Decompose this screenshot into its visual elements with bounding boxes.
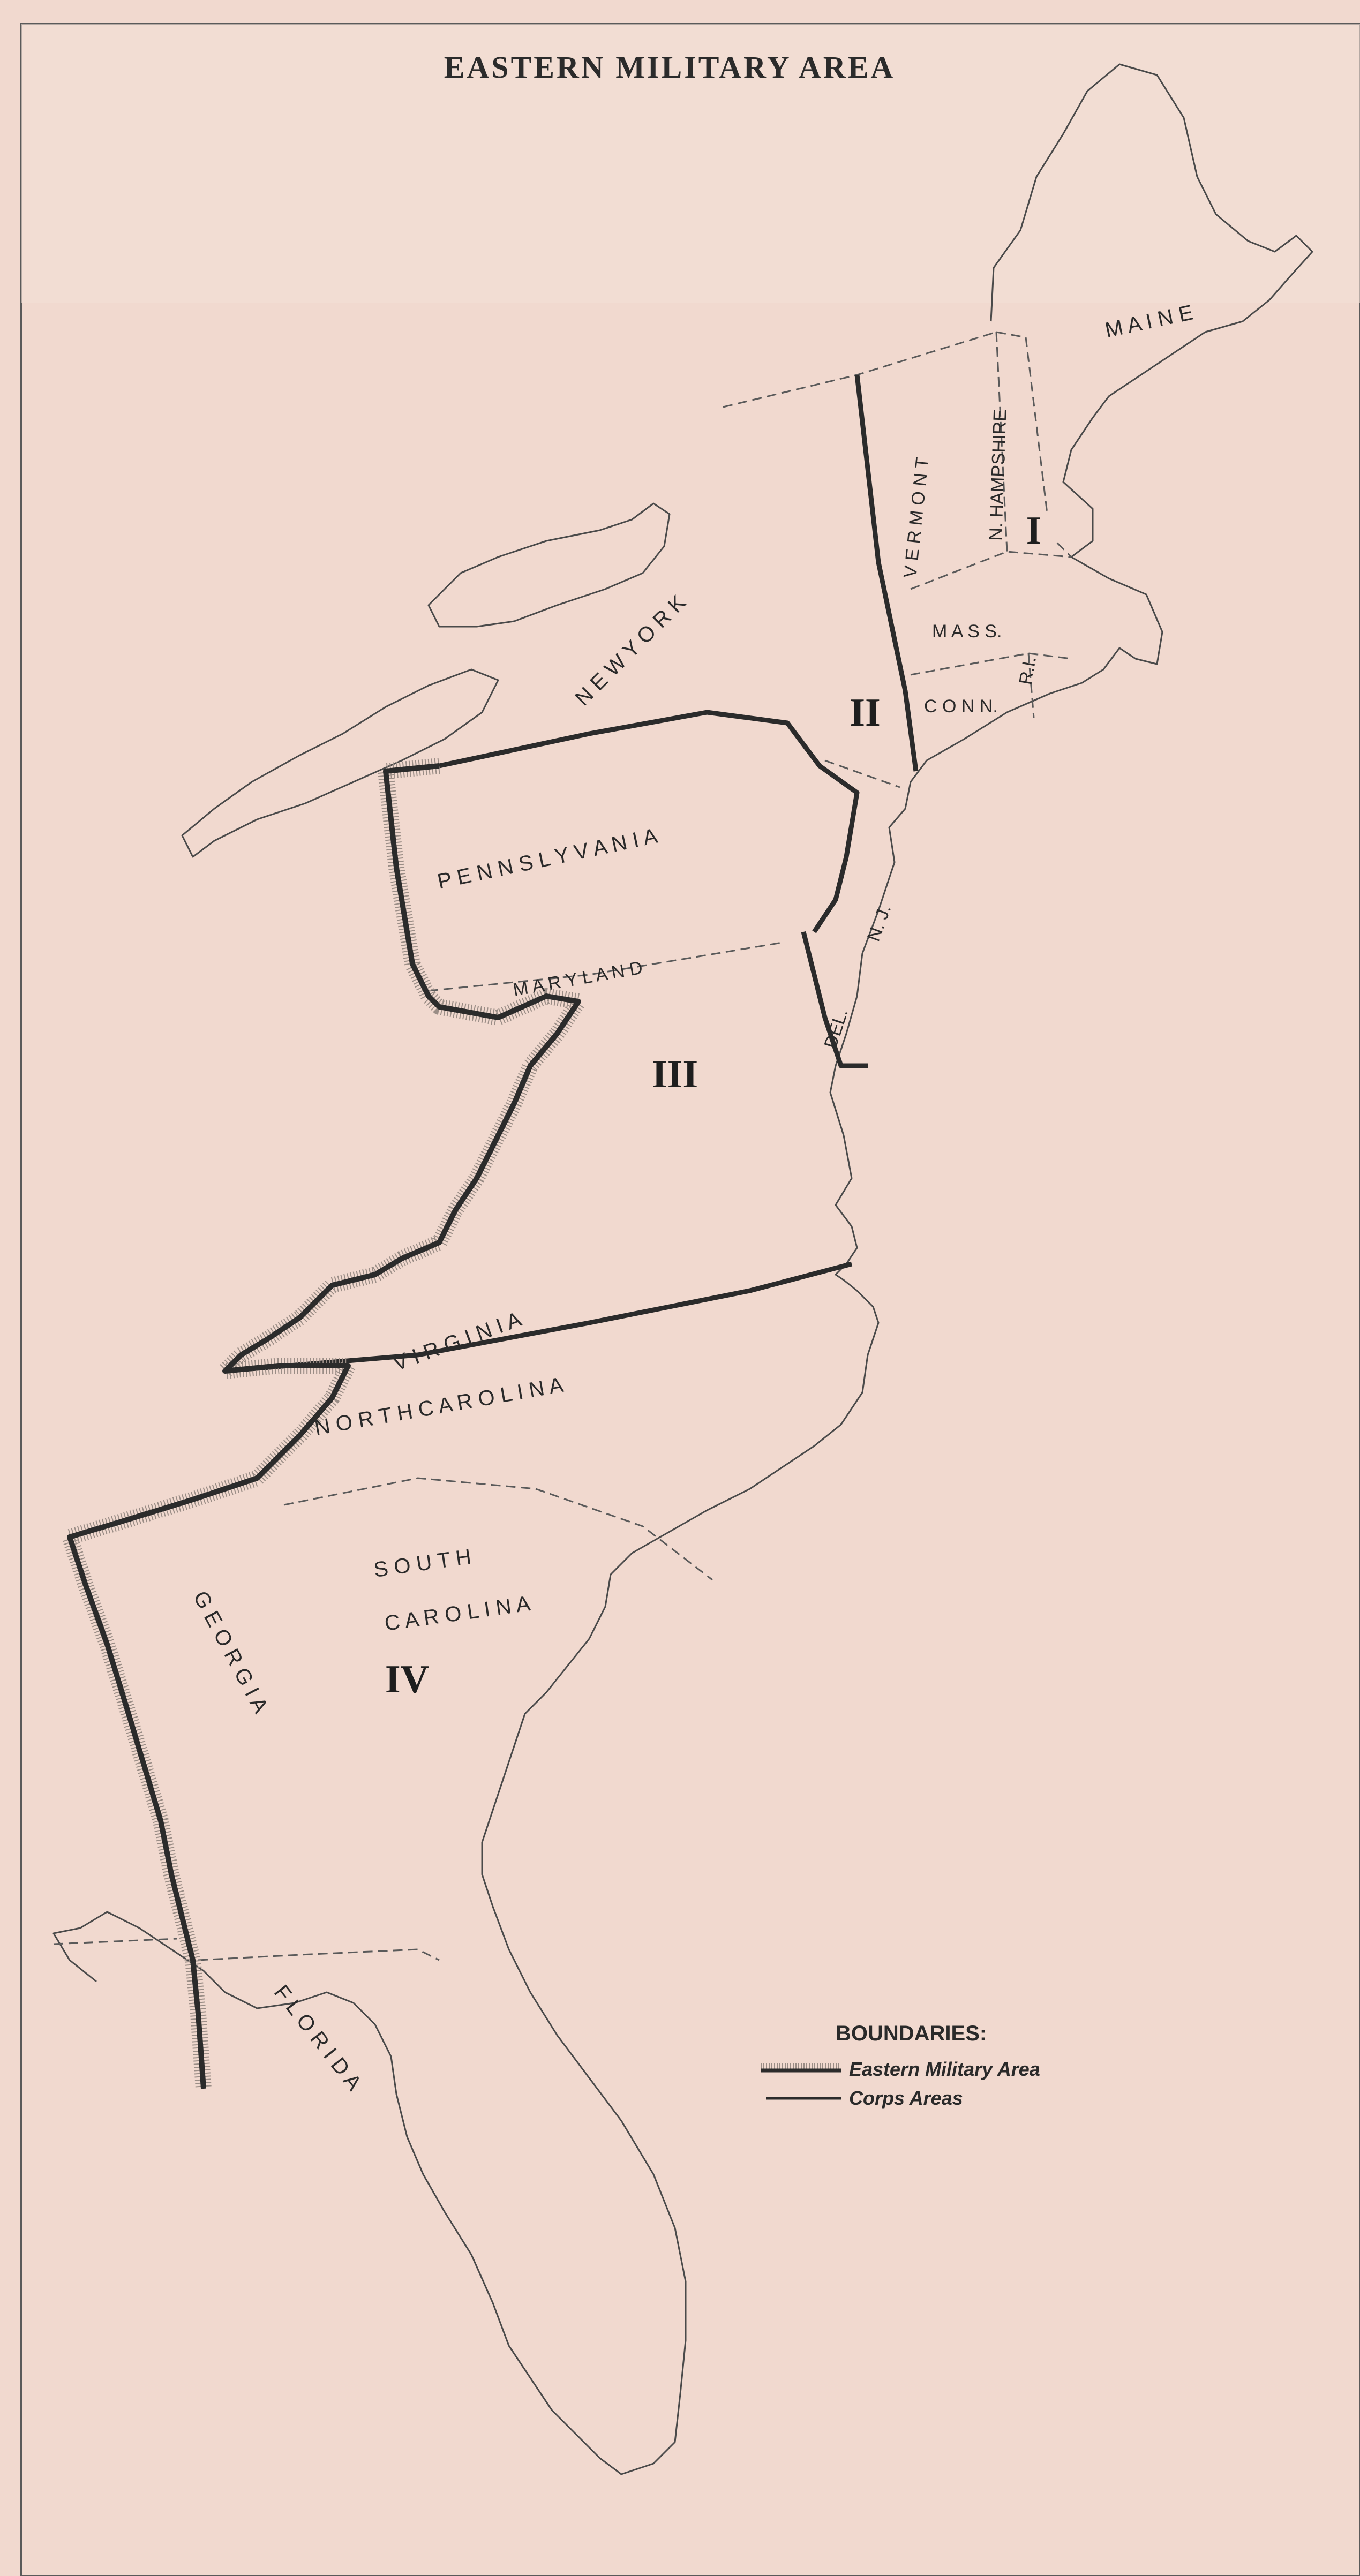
legend: BOUNDARIES: Eastern Military Area Corps … xyxy=(761,2022,1040,2109)
eastern-military-area-boundary xyxy=(62,758,587,2090)
corps-I-box xyxy=(1012,511,1055,549)
del-md-border xyxy=(801,931,868,1068)
corps-III-IV-border xyxy=(224,1261,853,1374)
label-new-hampshire: N. HAMPSHIRE xyxy=(986,409,1011,541)
pa-md-border xyxy=(428,941,783,992)
map-title: EASTERN MILITARY AREA xyxy=(444,50,896,85)
label-ri: R.I. xyxy=(1015,655,1040,687)
label-north-carolina: N O R T H C A R O L I N A xyxy=(313,1373,565,1440)
ga-fl-border-2 xyxy=(198,1948,440,1961)
paper-frame xyxy=(20,23,1360,2576)
corps-area-IV: IV xyxy=(385,1658,429,1701)
corps-area-I: I xyxy=(1026,509,1042,553)
ri-conn-border xyxy=(1027,653,1035,718)
label-conn: C O N N. xyxy=(924,696,998,717)
label-pennsylvania: P E N N S L Y V A N I A xyxy=(435,824,660,894)
lake-erie xyxy=(181,668,499,858)
lake-ontario xyxy=(427,502,671,628)
label-south-carolina-1: S O U T H xyxy=(372,1545,472,1582)
mass-north-border xyxy=(910,551,1072,590)
label-florida: F L O R I D A xyxy=(269,1980,366,2095)
paper-band xyxy=(21,24,1360,303)
label-vermont: V E R M O N T xyxy=(900,456,933,579)
nh-me-border xyxy=(996,331,1072,558)
label-mass: M A S S. xyxy=(932,621,1002,642)
legend-item-ema: Eastern Military Area xyxy=(849,2058,1040,2080)
coastline xyxy=(52,63,1313,2475)
legend-item-corps: Corps Areas xyxy=(849,2087,963,2109)
nc-sc-border xyxy=(283,1477,713,1581)
ny-nj-border xyxy=(824,759,900,788)
label-new-york: N E W Y O R K xyxy=(570,591,690,711)
label-south-carolina-2: C A R O L I N A xyxy=(383,1592,532,1636)
mass-south-border xyxy=(910,652,1072,676)
ga-fl-border xyxy=(53,1938,177,1945)
ema-line xyxy=(67,763,581,2089)
corps-boundaries xyxy=(224,374,919,1374)
corps-II-III-border xyxy=(439,710,860,933)
label-maine: M A I N E xyxy=(1103,300,1195,342)
label-maryland: M A R Y L A N D xyxy=(512,958,644,1000)
vt-nh-border xyxy=(995,332,1008,552)
label-virginia: V I R G I N I A xyxy=(390,1307,524,1375)
corps-area-III: III xyxy=(652,1052,698,1096)
corps-I-II-border xyxy=(854,374,919,772)
label-nj: N. J. xyxy=(863,902,896,944)
corps-area-II: II xyxy=(850,691,881,735)
label-georgia: G E O R G I A xyxy=(189,1587,273,1718)
legend-title: BOUNDARIES: xyxy=(836,2022,987,2045)
